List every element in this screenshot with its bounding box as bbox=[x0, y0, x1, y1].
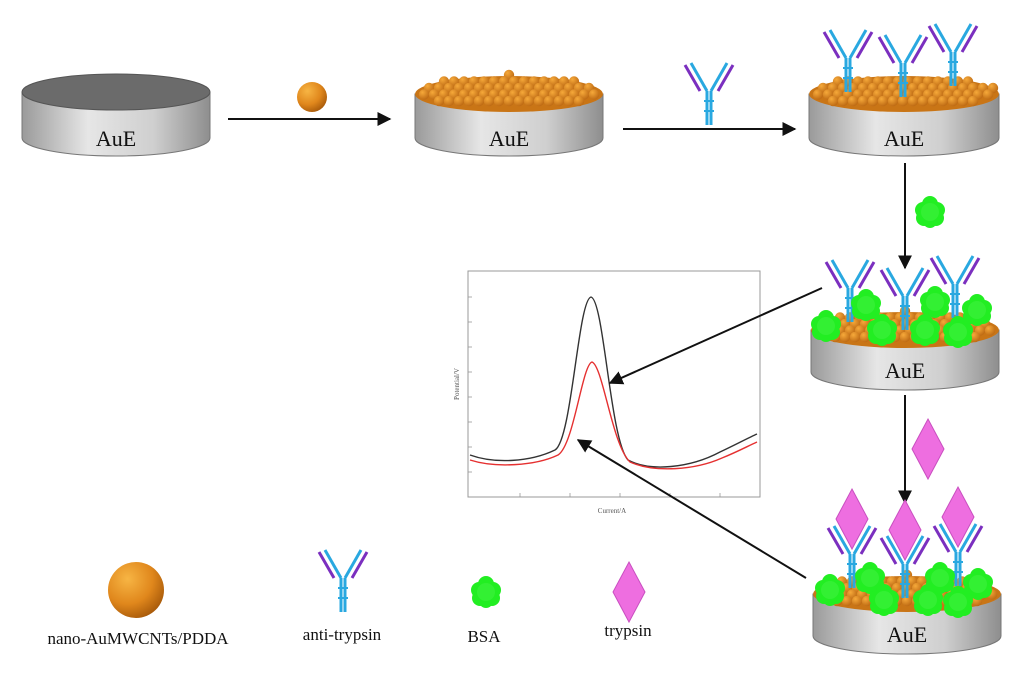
legend-label-bsa: BSA bbox=[467, 627, 501, 646]
gold-nanoparticle bbox=[984, 325, 996, 336]
plot-y-label: Potential/V bbox=[453, 368, 461, 400]
gold-nanoparticle bbox=[877, 95, 889, 107]
gold-nanoparticle bbox=[588, 89, 600, 100]
gold-nanoparticle bbox=[553, 95, 565, 107]
gold-nanoparticle bbox=[473, 95, 485, 107]
nanoparticle-icon bbox=[297, 82, 327, 112]
electrode-bare: AuE bbox=[21, 73, 211, 157]
bsa-icon bbox=[962, 294, 992, 326]
signal-arrow bbox=[576, 439, 807, 579]
gold-nanoparticle bbox=[523, 95, 535, 107]
gold-nanoparticle bbox=[827, 95, 839, 107]
gold-nanoparticle bbox=[859, 331, 871, 343]
bsa-icon bbox=[471, 576, 501, 608]
bsa-icon bbox=[925, 562, 955, 594]
gold-nanoparticle bbox=[839, 331, 851, 343]
legend: nano-AuMWCNTs/PDDA anti-trypsin BSA tryp… bbox=[47, 548, 652, 648]
gold-nanoparticle bbox=[887, 95, 899, 107]
gold-nanoparticle bbox=[483, 95, 495, 107]
trypsin-icon bbox=[911, 418, 945, 480]
gold-nanoparticle bbox=[837, 95, 849, 107]
gold-nanoparticle bbox=[867, 95, 879, 107]
trypsin-icon bbox=[888, 499, 922, 561]
gold-nanoparticle bbox=[982, 89, 994, 100]
gold-nanoparticle bbox=[493, 95, 505, 107]
legend-label-trypsin: trypsin bbox=[604, 621, 652, 640]
electrode-label: AuE bbox=[96, 126, 136, 151]
gold-nanoparticle bbox=[847, 95, 859, 107]
gold-nanoparticle bbox=[503, 95, 515, 107]
electrode-antibody: AuE bbox=[808, 22, 1000, 157]
gold-nanoparticle bbox=[917, 95, 929, 107]
electrode-label: AuE bbox=[885, 358, 925, 383]
voltammogram-plot: Current/A Potential/V bbox=[453, 270, 761, 515]
gold-nanoparticle bbox=[812, 89, 824, 100]
gold-nanoparticle bbox=[543, 95, 555, 107]
plot-frame bbox=[467, 270, 761, 498]
gold-nanoparticle bbox=[967, 95, 979, 107]
gold-nanoparticle bbox=[857, 95, 869, 107]
gold-nanoparticle bbox=[513, 95, 525, 107]
gold-nanoparticle bbox=[443, 95, 455, 107]
gold-nanoparticle bbox=[927, 95, 939, 107]
gold-nanoparticle bbox=[533, 95, 545, 107]
antibody-icon bbox=[317, 548, 369, 614]
gold-nanoparticle bbox=[957, 95, 969, 107]
nanoparticle-icon bbox=[108, 562, 164, 618]
electrode-label: AuE bbox=[884, 126, 924, 151]
gold-nanoparticle bbox=[851, 595, 863, 607]
electrode-bsa: AuE bbox=[810, 254, 1000, 391]
gold-nanoparticle bbox=[907, 95, 919, 107]
gold-nanoparticle bbox=[463, 95, 475, 107]
gold-nanoparticle bbox=[901, 595, 913, 607]
trypsin-icon bbox=[612, 561, 646, 623]
electrode-trypsin: AuE bbox=[812, 486, 1002, 655]
electrode-coated: AuE bbox=[414, 69, 604, 157]
gold-nanoparticle bbox=[841, 595, 853, 607]
legend-label-antibody: anti-trypsin bbox=[303, 625, 382, 644]
gold-nanoparticle bbox=[849, 331, 861, 343]
gold-nanoparticle bbox=[418, 89, 430, 100]
signal-arrow bbox=[608, 287, 823, 385]
gold-nanoparticle bbox=[573, 95, 585, 107]
legend-label-nanoparticle: nano-AuMWCNTs/PDDA bbox=[47, 629, 229, 648]
gold-nanoparticle bbox=[897, 95, 909, 107]
bsa-icon bbox=[915, 196, 945, 228]
gold-nanoparticle bbox=[969, 331, 981, 343]
electrode-label: AuE bbox=[489, 126, 529, 151]
bsa-icon bbox=[920, 286, 950, 318]
gold-nanoparticle bbox=[453, 95, 465, 107]
antibody-icon bbox=[683, 61, 735, 127]
gold-nanoparticle bbox=[937, 95, 949, 107]
gold-nanoparticle bbox=[563, 95, 575, 107]
gold-nanoparticle bbox=[947, 95, 959, 107]
electrode-label: AuE bbox=[887, 622, 927, 647]
gold-nanoparticle bbox=[899, 331, 911, 343]
curve-after bbox=[469, 361, 758, 470]
plot-x-label: Current/A bbox=[598, 507, 626, 515]
nanoparticle-layer bbox=[418, 69, 600, 107]
gold-nanoparticle bbox=[433, 95, 445, 107]
curve-before bbox=[469, 296, 758, 468]
